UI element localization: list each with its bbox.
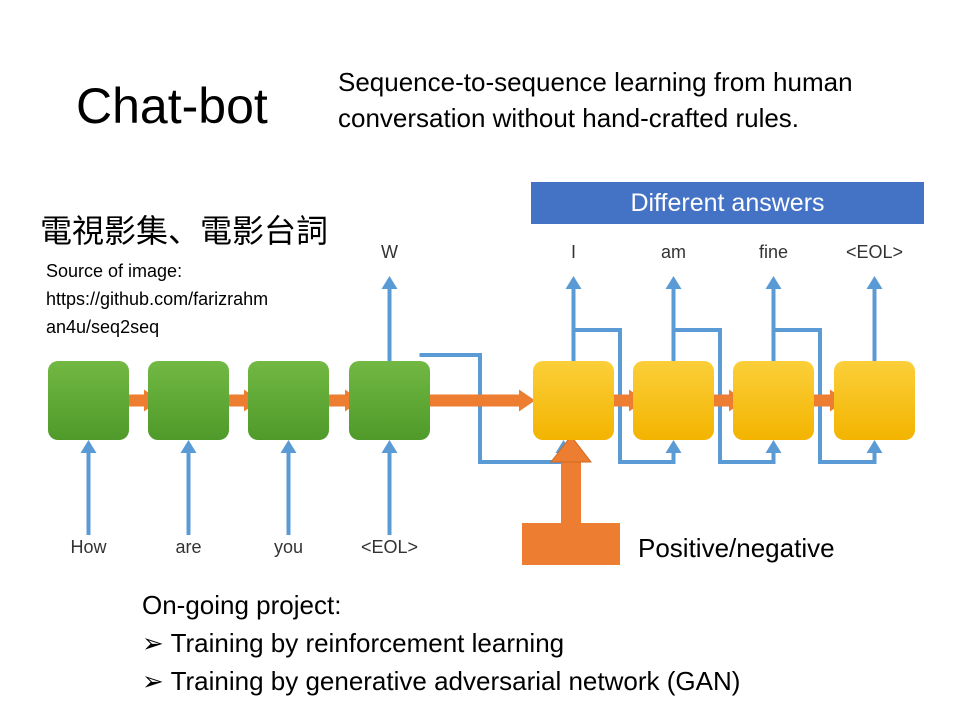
decoder-cell — [834, 361, 915, 440]
arrow-head-icon — [765, 276, 782, 289]
output-token: am — [661, 242, 686, 262]
source-line: an4u/seq2seq — [46, 317, 160, 337]
rnn-cells — [48, 361, 915, 440]
input-token: you — [274, 537, 303, 557]
arrow-head-icon — [381, 440, 398, 453]
note-text: Training by reinforcement learning — [170, 628, 565, 658]
slide-title: Chat-bot — [76, 78, 268, 134]
encoder-cell — [248, 361, 329, 440]
encoder-cell — [148, 361, 229, 440]
arrow-head-icon — [665, 440, 682, 453]
feedback-connector — [573, 328, 676, 464]
output-token: I — [571, 242, 576, 262]
source-line: https://github.com/farizrahm — [46, 289, 269, 309]
arrow-head-icon — [180, 440, 197, 453]
note-item: ➢ Training by generative adversarial net… — [142, 662, 740, 700]
arrow-head-icon — [866, 440, 883, 453]
decoder-cell — [733, 361, 814, 440]
decoder-cell — [633, 361, 714, 440]
arrow-head-icon — [280, 440, 297, 453]
output-token: <EOL> — [846, 242, 903, 262]
decoder-cell — [533, 361, 614, 440]
image-source-note: Source of image: https://github.com/fari… — [46, 257, 346, 341]
note-item: ➢ Training by reinforcement learning — [142, 624, 740, 662]
slide-subtitle: Sequence-to-sequence learning from human… — [338, 67, 853, 133]
input-token: are — [175, 537, 201, 557]
cjk-caption: 電視影集、電影台詞 — [40, 212, 329, 250]
arrow-head-icon — [80, 440, 97, 453]
reward-block — [522, 523, 620, 565]
arrow-bullet-icon: ➢ — [142, 666, 164, 696]
input-token: How — [70, 537, 107, 557]
arrow-head-icon — [765, 440, 782, 453]
notes-heading: On-going project: — [142, 590, 342, 620]
output-token: fine — [759, 242, 788, 262]
output-token: W — [381, 242, 398, 262]
arrow-head-icon — [866, 276, 883, 289]
different-answers-banner: Different answers — [531, 182, 924, 224]
arrow-head-icon — [549, 435, 593, 463]
connector-lines — [80, 276, 883, 535]
arrow-head-icon — [565, 276, 582, 289]
encoder-cell — [48, 361, 129, 440]
reward-arrow — [561, 460, 581, 523]
source-line: Source of image: — [46, 261, 183, 281]
project-notes: On-going project: ➢ Training by reinforc… — [142, 586, 740, 700]
arrow-head-icon — [381, 276, 398, 289]
context-arrow — [424, 394, 521, 407]
encoder-cell — [349, 361, 430, 440]
feedback-connector — [673, 328, 776, 464]
arrow-head-icon — [519, 389, 535, 412]
input-token: <EOL> — [361, 537, 418, 557]
arrow-bullet-icon: ➢ — [142, 628, 164, 658]
arrow-head-icon — [665, 276, 682, 289]
feedback-connector — [773, 328, 877, 464]
feedback-label: Positive/negative — [638, 533, 835, 563]
note-text: Training by generative adversarial netwo… — [170, 666, 741, 696]
